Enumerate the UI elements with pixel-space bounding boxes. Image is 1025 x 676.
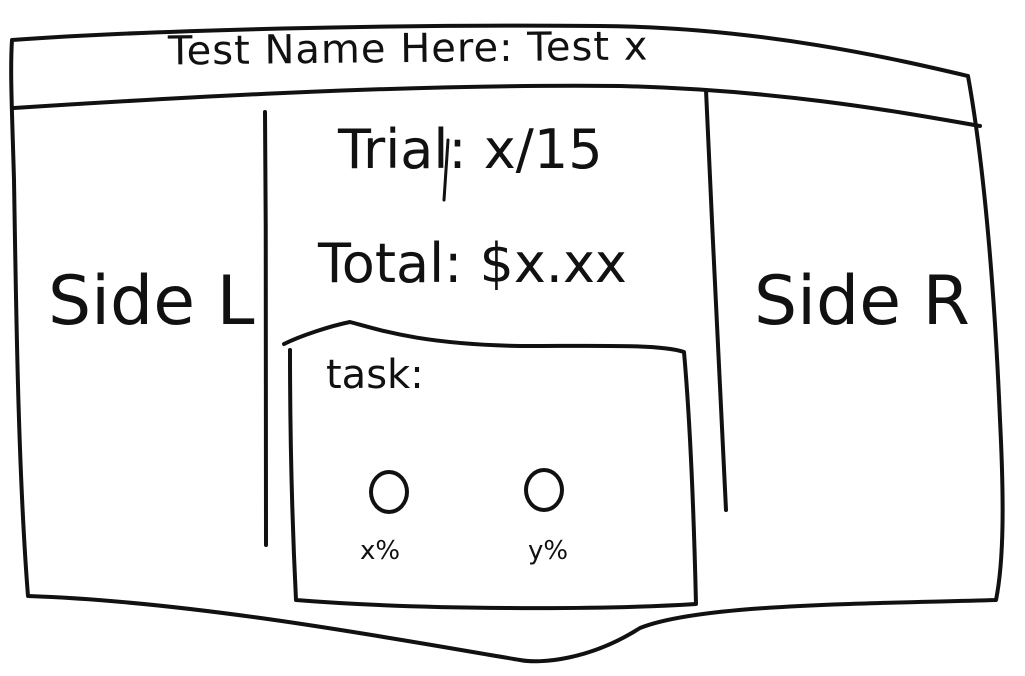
right-divider [704, 88, 728, 512]
window-title: Test Name Here: Test x [167, 23, 649, 75]
task-option-y-radio[interactable] [524, 468, 564, 512]
trial-counter: Trial: x/15 [338, 118, 603, 181]
task-option-y-label: y% [528, 536, 569, 566]
total-amount: Total: $x.xx [318, 232, 627, 295]
task-option-x-radio[interactable] [369, 470, 409, 514]
side-right-label: Side R [754, 262, 970, 341]
left-divider [263, 110, 269, 547]
side-left-label: Side L [48, 262, 255, 341]
task-label: task: [326, 352, 424, 398]
task-option-x-label: x% [360, 536, 401, 566]
